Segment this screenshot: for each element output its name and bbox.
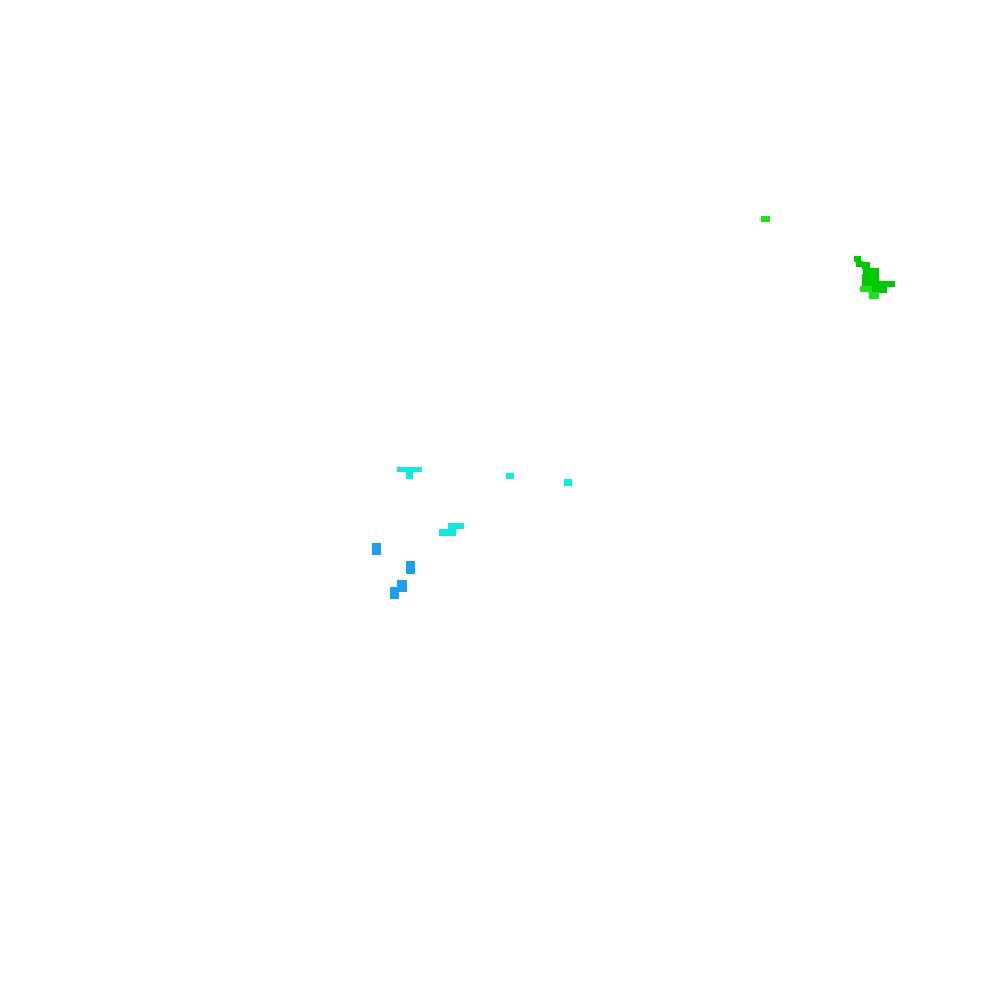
cyan-pixel [564,479,572,486]
cyan-cluster [397,467,572,536]
green-pixel [862,280,872,286]
blue-pixel [390,587,399,599]
green-pixel [869,292,879,299]
green-pixel [872,286,887,293]
cyan-pixel [448,523,464,529]
blue-cluster [372,543,415,599]
green-pixel [863,268,879,275]
green-pixel [854,256,861,262]
blue-pixel [406,561,415,574]
green-pixel [856,261,863,267]
cyan-pixel [406,472,413,479]
green-pixel [862,262,870,269]
cyan-pixel [439,529,456,536]
blue-pixel [372,543,381,555]
green-pixel [761,216,770,222]
green-pixel [862,274,879,281]
blue-pixel [397,580,407,592]
green-pixel [870,281,895,287]
cyan-pixel [506,473,514,479]
green-cluster [761,216,895,299]
green-pixel [860,286,872,292]
cyan-pixel [397,467,422,472]
